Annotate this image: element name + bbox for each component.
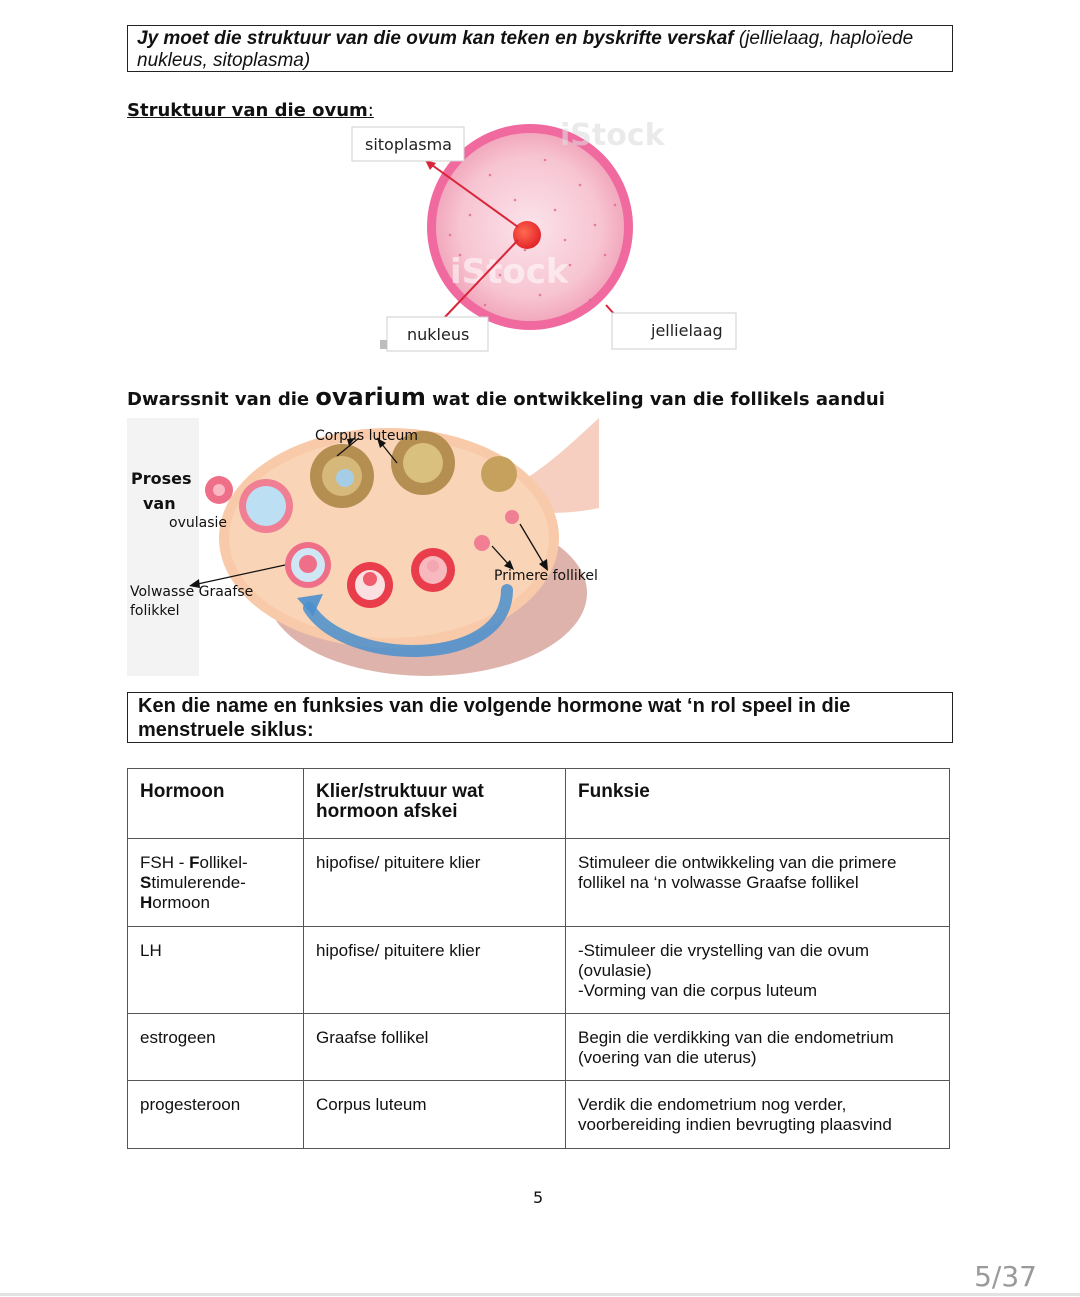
ovum-diagram: iStock iStock sitoplasma nukleus jelliel… — [340, 115, 750, 360]
nucleus-pointer — [444, 239, 519, 318]
secondary-follicle-a-ovum — [363, 572, 377, 586]
mature-pointer — [192, 564, 286, 586]
ovary-inner — [229, 438, 549, 638]
header-hormone: Hormoon — [127, 768, 304, 839]
nucleus-label: nukleus — [407, 325, 469, 344]
estrogen-function-cell: Begin die verdikking van die endometrium… — [565, 1013, 950, 1081]
jelly-label: jellielaag — [650, 321, 723, 340]
nucleus-box-tab — [380, 340, 387, 349]
ligament — [527, 418, 599, 513]
nucleus-disc — [513, 221, 541, 249]
jelly-label-box — [611, 312, 737, 350]
page-number: 5 — [533, 1188, 544, 1207]
secondary-follicle-b-ovum — [427, 560, 439, 572]
estrogen-name-cell: estrogeen — [127, 1013, 304, 1081]
fsh-gland-cell: hipofise/ pituitere klier — [303, 838, 566, 927]
progesterone-function-cell: Verdik die endometrium nog verder, voorb… — [565, 1080, 950, 1149]
instruction-bold-text: Jy moet die struktuur van die ovum kan t… — [137, 28, 734, 49]
watermark-top: iStock — [560, 118, 666, 153]
ovulation-burst-inner — [246, 486, 286, 526]
ovum-heading-colon: : — [367, 100, 374, 121]
cytoplasm-label: sitoplasma — [365, 135, 452, 154]
development-arrow-head — [297, 594, 323, 616]
header-function: Funksie — [565, 768, 950, 839]
instruction-box-ovum: Jy moet die struktuur van die ovum kan t… — [127, 25, 953, 72]
progesterone-name-cell: progesteroon — [127, 1080, 304, 1149]
primary-pointer-b — [519, 523, 546, 567]
ovary-heading-big: ovarium — [315, 383, 426, 411]
process-label-2: van — [143, 494, 176, 513]
primary-pointer-a-head — [504, 560, 514, 570]
mature-follicle-ovum — [299, 555, 317, 573]
process-label-3: ovulasie — [169, 515, 227, 531]
corpus-pointer-b-head — [377, 438, 386, 448]
watermark-center: iStock — [450, 252, 570, 292]
corpus-pointer-a-head — [347, 438, 355, 446]
mature-follicle-label-1: Volwasse Graafse — [130, 584, 253, 600]
primary-pointer-a — [491, 545, 511, 567]
progesterone-gland-cell: Corpus luteum — [303, 1080, 566, 1149]
table-row: estrogeen Graafse follikel Begin die ver… — [127, 1013, 950, 1081]
table-row: LH hipofise/ pituitere klier -Stimuleer … — [127, 926, 950, 1014]
primary-follicle-label: Primere follikel — [494, 568, 598, 584]
instruction-hormones-text: Ken die name en funksies van die volgend… — [138, 695, 851, 741]
instruction-box-hormones: Ken die name en funksies van die volgend… — [127, 692, 953, 743]
table-header-row: Hormoon Klier/struktuur wat hormoon afsk… — [127, 768, 950, 839]
estrogen-gland-cell: Graafse follikel — [303, 1013, 566, 1081]
cytoplasm-label-box — [351, 126, 465, 162]
ovum-heading-text: Struktuur van die ovum — [127, 100, 368, 121]
lh-name-cell: LH — [127, 926, 304, 1014]
page-counter: 5/37 — [974, 1260, 1037, 1293]
nucleus-label-box — [386, 316, 489, 352]
ovary-heading-post: wat die ontwikkeling van die follikels a… — [425, 389, 885, 410]
ovary-heading-pre: Dwarssnit van die — [127, 389, 316, 410]
cytoplasm-granules — [448, 158, 617, 307]
corpus-luteum-label: Corpus luteum — [315, 428, 418, 444]
table-row: FSH - Follikel-Stimulerende-Hormoon hipo… — [127, 838, 950, 927]
ovary-diagram: Corpus luteum Proses van ovulasie Volwas… — [127, 418, 602, 676]
mature-pointer-head — [189, 579, 200, 588]
primary-pointer-b-head — [539, 559, 548, 571]
primary-follicle-a — [474, 535, 490, 551]
fsh-name-cell: FSH - Follikel-Stimulerende-Hormoon — [127, 838, 304, 927]
development-arrow — [303, 584, 513, 657]
released-ovum-inner — [213, 484, 225, 496]
cytoplasm-pointer — [424, 159, 519, 228]
left-panel-bg — [127, 418, 199, 676]
ovary-section-heading: Dwarssnit van die ovarium wat die ontwik… — [127, 383, 885, 411]
lh-gland-cell: hipofise/ pituitere klier — [303, 926, 566, 1014]
header-gland: Klier/struktuur wat hormoon afskei — [303, 768, 566, 839]
corpus-pointer-a — [336, 437, 360, 457]
ovum-section-heading: Struktuur van die ovum: — [127, 100, 374, 121]
process-label-1: Proses — [131, 469, 192, 488]
hormone-table: Hormoon Klier/struktuur wat hormoon afsk… — [127, 768, 950, 1149]
bottom-divider — [0, 1293, 1080, 1296]
primary-follicle-b — [505, 510, 519, 524]
instruction-rest-text: (jellielaag, haploïede nukleus, sitoplas… — [137, 28, 914, 71]
lh-function-cell: -Stimuleer die vrystelling van die ovum … — [565, 926, 950, 1014]
corpus-luteum-bodies — [310, 431, 517, 508]
cytoplasm-pointer-head — [425, 160, 436, 170]
table-row: progesteroon Corpus luteum Verdik die en… — [127, 1080, 950, 1149]
fsh-function-cell: Stimuleer die ontwikkeling van die prime… — [565, 838, 950, 927]
mature-follicle-label-2: folikkel — [130, 603, 180, 619]
